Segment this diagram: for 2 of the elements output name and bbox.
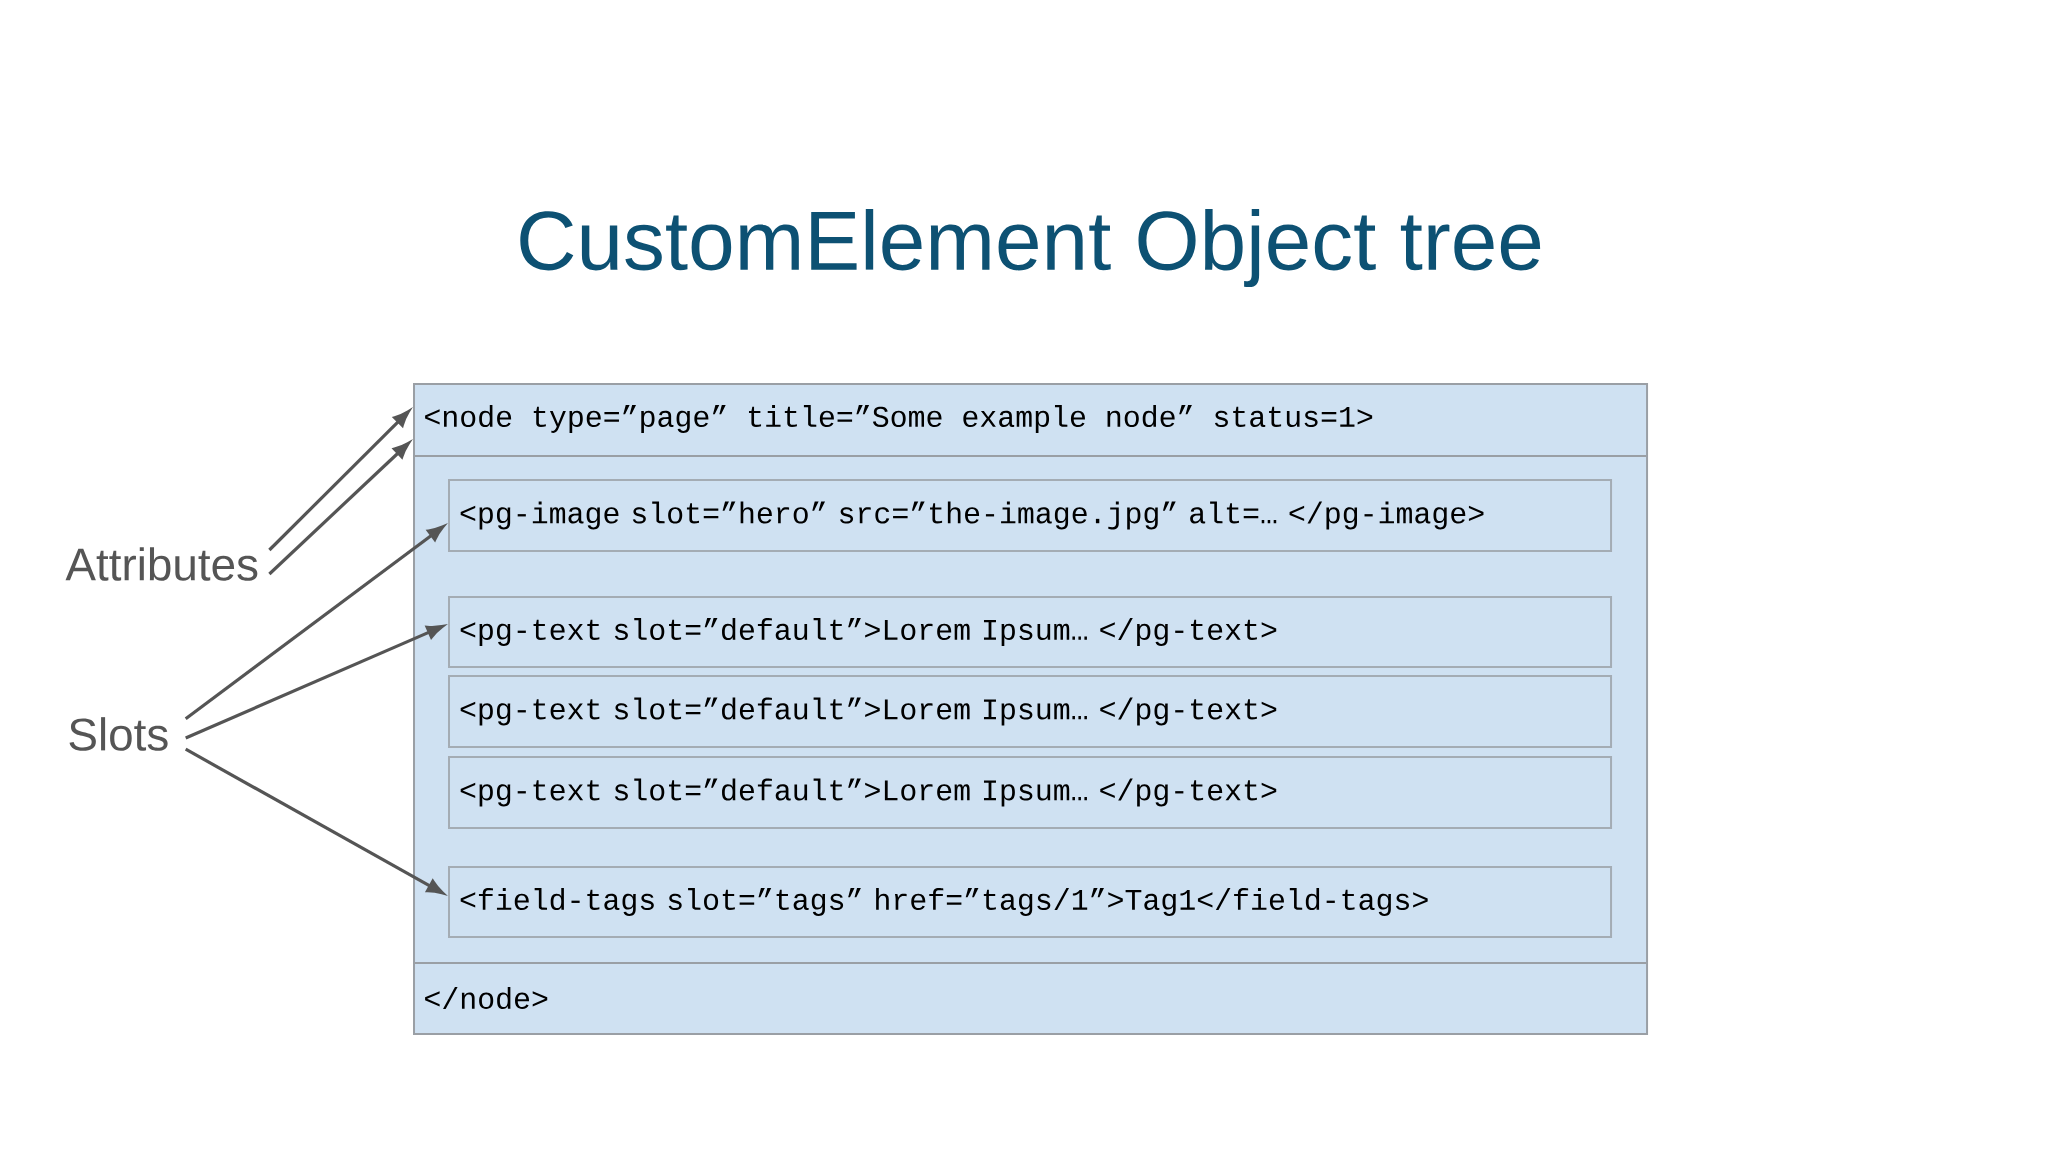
slide-title: CustomElement Object tree [520, 208, 1541, 287]
side-label: Slots [69, 717, 168, 751]
